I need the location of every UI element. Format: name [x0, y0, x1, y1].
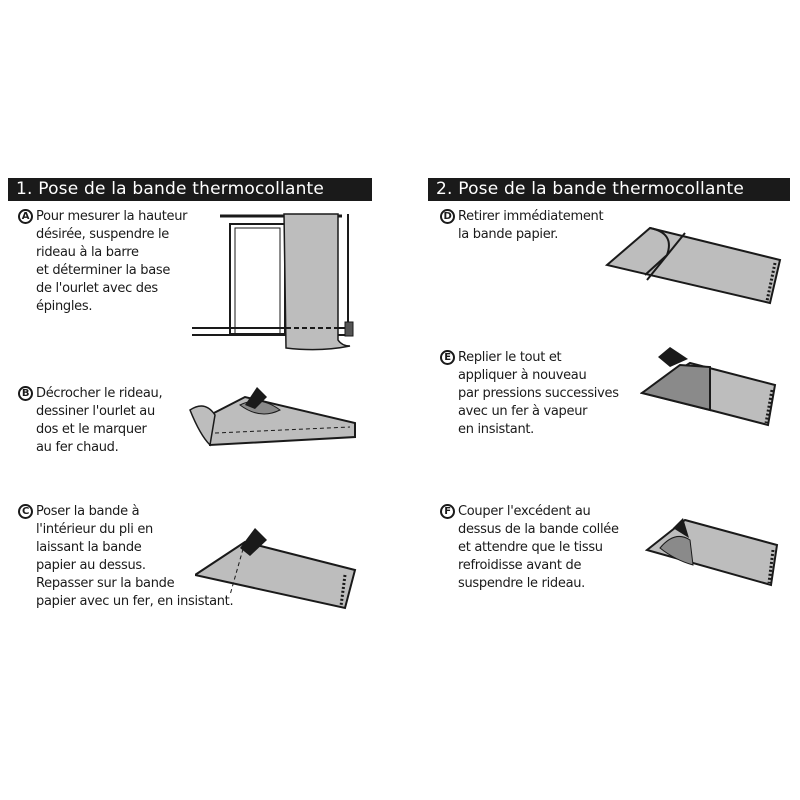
- step-d: D Retirer immédiatement la bande papier.: [440, 208, 604, 244]
- step-letter-badge: E: [440, 350, 455, 365]
- step-text: Retirer immédiatement la bande papier.: [458, 209, 604, 242]
- iron-on-tape-illustration: [195, 528, 357, 610]
- step-text: Poser la bande à l'intérieur du pli en l…: [36, 504, 234, 609]
- step-text: Couper l'excédent au dessus de la bande …: [458, 504, 619, 591]
- step-b: B Décrocher le rideau, dessiner l'ourlet…: [18, 385, 163, 457]
- step-c: C Poser la bande à l'intérieur du pli en…: [18, 503, 234, 611]
- step-a: A Pour mesurer la hauteur désirée, suspe…: [18, 208, 188, 316]
- section-2-header: 2. Pose de la bande thermocollante: [428, 178, 790, 201]
- step-letter-badge: C: [18, 504, 33, 519]
- step-text: Décrocher le rideau, dessiner l'ourlet a…: [36, 386, 163, 455]
- step-letter-badge: F: [440, 504, 455, 519]
- step-f: F Couper l'excédent au dessus de la band…: [440, 503, 619, 593]
- step-letter-badge: D: [440, 209, 455, 224]
- cut-excess-illustration: [645, 518, 779, 587]
- remove-paper-strip-illustration: [605, 226, 782, 305]
- iron-marking-hem-illustration: [189, 387, 356, 447]
- section-1-header: 1. Pose de la bande thermocollante: [8, 178, 372, 201]
- step-e: E Replier le tout et appliquer à nouveau…: [440, 349, 619, 439]
- fold-and-iron-illustration: [640, 347, 777, 427]
- step-text: Replier le tout et appliquer à nouveau p…: [458, 350, 619, 437]
- step-text: Pour mesurer la hauteur désirée, suspend…: [36, 209, 188, 314]
- step-letter-badge: A: [18, 209, 33, 224]
- step-letter-badge: B: [18, 386, 33, 401]
- curtain-on-rod-illustration: [192, 213, 354, 351]
